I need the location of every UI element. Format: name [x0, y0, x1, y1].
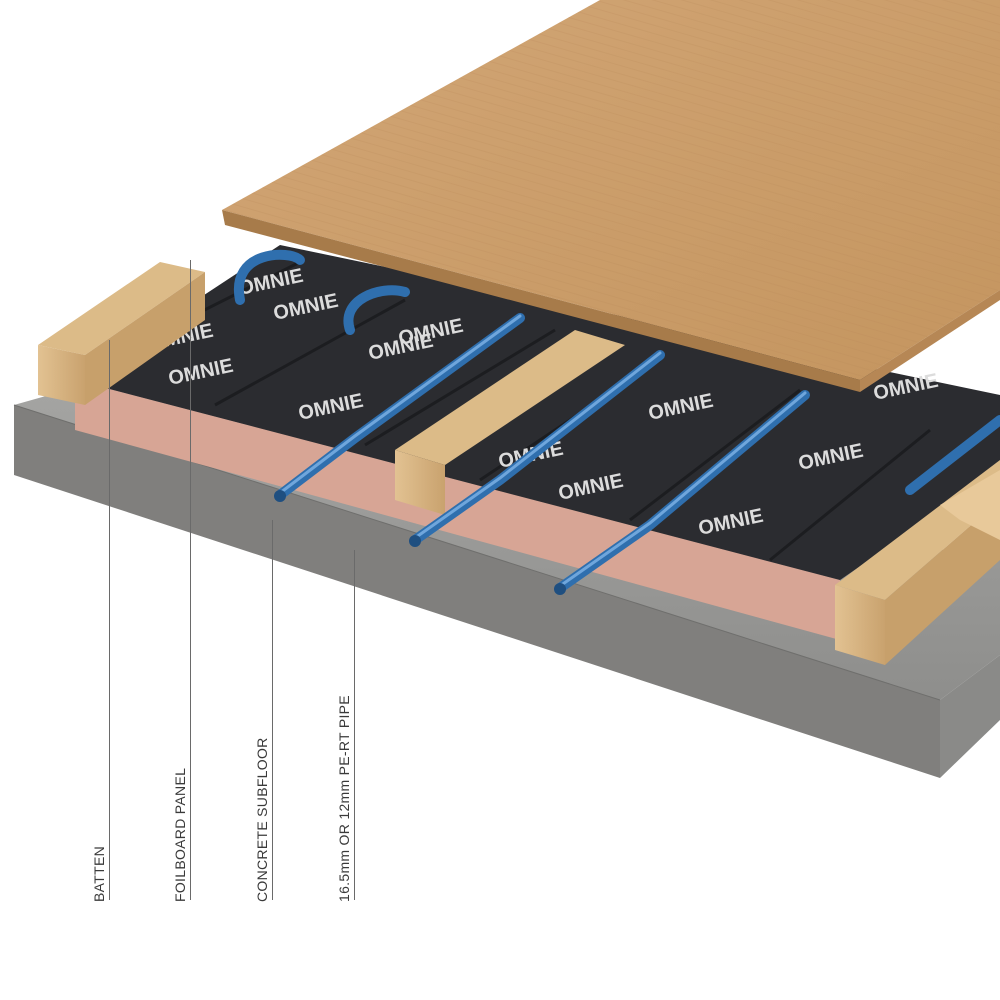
- concrete-leader-line: [272, 520, 273, 900]
- foilboard-panel-surface: [75, 245, 1000, 580]
- batten-end-cut: [940, 470, 1000, 540]
- label-foilboard-panel: FOILBOARD PANEL: [172, 767, 188, 902]
- batten-leader-line: [109, 340, 110, 900]
- foilboard-leader-line: [190, 260, 191, 900]
- heating-pipes: [233, 249, 1000, 595]
- label-concrete-subfloor: CONCRETE SUBFLOOR: [254, 737, 270, 902]
- label-batten: BATTEN: [91, 846, 107, 902]
- timber-floorboard: [222, 0, 1000, 392]
- batten-middle: [395, 330, 625, 515]
- pipe-leader-line: [354, 550, 355, 900]
- batten-left: [38, 262, 205, 405]
- label-pipe: 16.5mm OR 12mm PE-RT PIPE: [336, 695, 352, 902]
